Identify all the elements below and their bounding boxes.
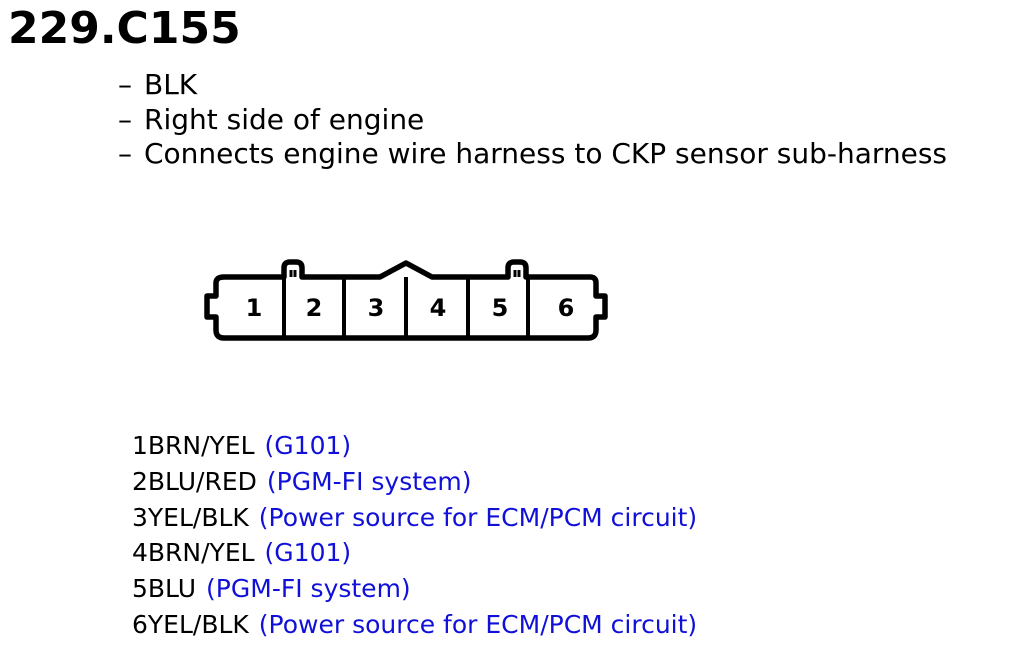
pin-number-4: 4 [430, 294, 447, 322]
right-latch [513, 270, 521, 277]
info-text: Connects engine wire harness to CKP sens… [144, 137, 948, 170]
pin-description: (PGM-FI system) [206, 574, 411, 604]
pin-wire: 6YEL/BLK [132, 609, 249, 639]
info-item-connection: –Connects engine wire harness to CKP sen… [118, 137, 947, 172]
pin-description: (Power source for ECM/PCM circuit) [258, 609, 698, 639]
info-item-location: –Right side of engine [118, 103, 947, 138]
connector-info-list: –BLK –Right side of engine –Connects eng… [118, 68, 947, 172]
pin-description: (G101) [264, 431, 352, 460]
pin-description: (Power source for ECM/PCM circuit) [258, 502, 698, 532]
connector-title: 229.C155 [8, 3, 241, 54]
pin-number-6: 6 [558, 294, 575, 322]
pin-number-1: 1 [246, 294, 263, 322]
info-text: Right side of engine [144, 102, 425, 136]
pin-number-5: 5 [492, 294, 509, 322]
info-item-color: –BLK [118, 68, 947, 103]
pin-description: (PGM-FI system) [266, 466, 472, 496]
bullet-dash: – [118, 137, 132, 170]
pin-description: (G101) [264, 538, 352, 568]
pin-row-3: 3YEL/BLK (Power source for ECM/PCM circui… [132, 500, 697, 536]
pin-number-2: 2 [306, 294, 323, 322]
pin-wire: 5BLU [132, 574, 197, 604]
connector-housing [204, 259, 608, 341]
pin-wire: 2BLU/RED [132, 466, 257, 496]
pin-wire: 4BRN/YEL [132, 538, 255, 568]
pin-number-3: 3 [368, 294, 385, 322]
pin-row-1: 1BRN/YEL (G101) [132, 428, 697, 464]
pin-row-2: 2BLU/RED (PGM-FI system) [132, 464, 697, 500]
pin-row-6: 6YEL/BLK (Power source for ECM/PCM circui… [132, 607, 697, 643]
bullet-dash: – [118, 68, 132, 101]
connector-diagram: 1 2 3 4 5 6 [204, 259, 608, 341]
left-latch [289, 270, 297, 277]
info-text: BLK [144, 68, 198, 101]
pin-wire: 3YEL/BLK [132, 502, 249, 532]
pin-row-5: 5BLU (PGM-FI system) [132, 571, 697, 607]
pin-assignment-list: 1BRN/YEL (G101) 2BLU/RED (PGM-FI system) 3… [132, 428, 697, 643]
bullet-dash: – [118, 102, 132, 136]
pin-wire: 1BRN/YEL [132, 431, 255, 460]
pin-row-4: 4BRN/YEL (G101) [132, 535, 697, 571]
